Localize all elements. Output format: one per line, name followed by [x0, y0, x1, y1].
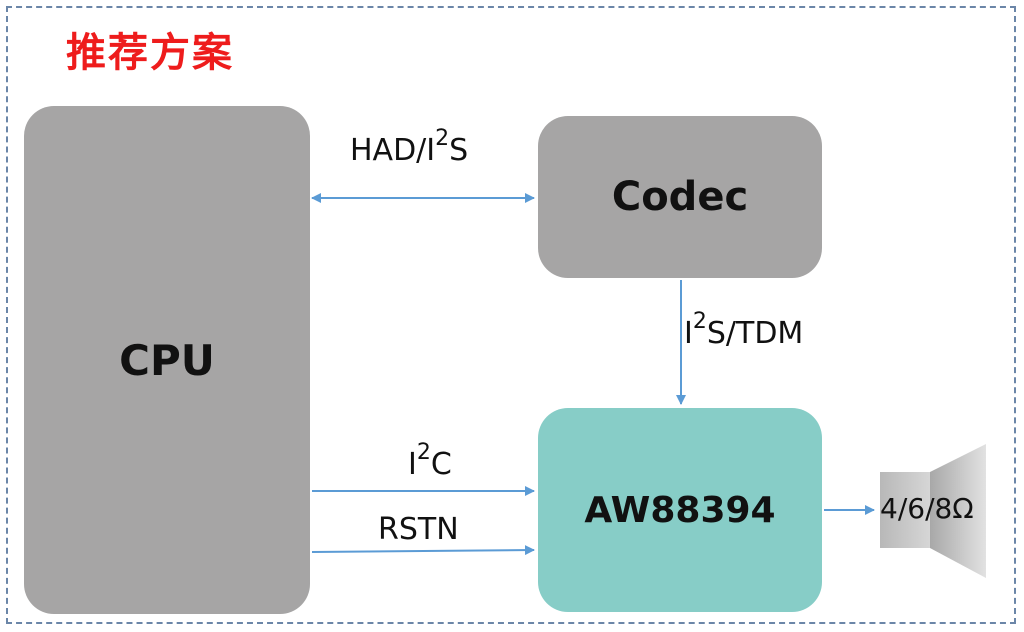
rstn-link-label: RSTN — [378, 512, 459, 547]
codec-block: Codec — [538, 116, 822, 278]
speaker-icon — [880, 444, 986, 578]
codec-amp-link-label: I2S/TDM — [684, 309, 804, 351]
cpu-block: CPU — [24, 106, 310, 614]
rstn-arrow — [311, 545, 535, 556]
diagram-title: 推荐方案 — [66, 30, 234, 76]
diagram-frame — [6, 6, 1016, 624]
amplifier-label: AW88394 — [584, 489, 776, 531]
i2c-link-label: I2C — [408, 440, 452, 482]
codec-label: Codec — [611, 174, 749, 220]
amplifier-block: AW88394 — [538, 408, 822, 612]
cpu-codec-link-label: HAD/I2S — [350, 126, 469, 168]
cpu-label: CPU — [119, 335, 215, 385]
speaker-impedance-label: 4/6/8Ω — [880, 492, 974, 525]
